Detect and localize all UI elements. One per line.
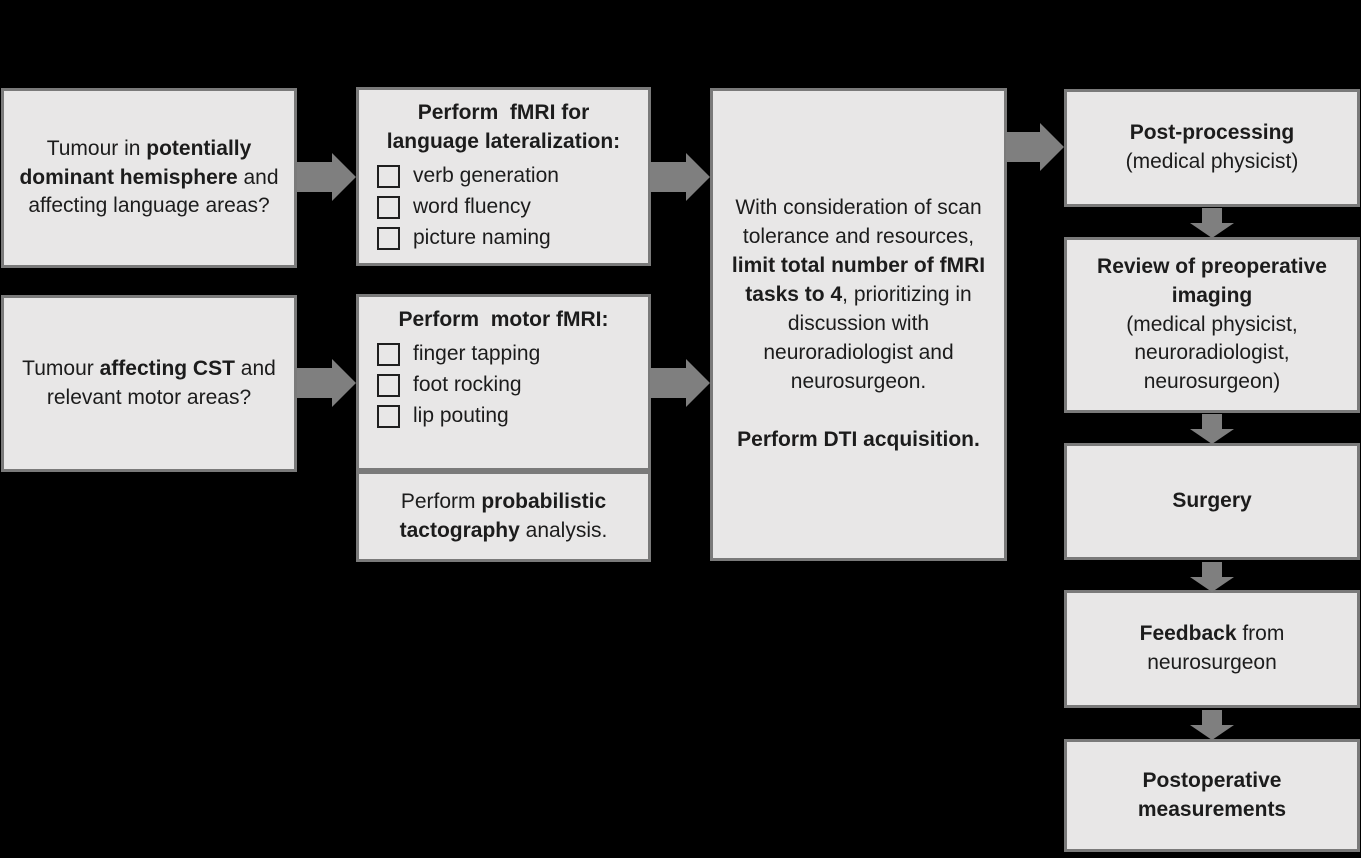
checkbox-item-finger-tapping: finger tapping — [377, 340, 636, 369]
checkbox-icon — [377, 226, 400, 250]
checkbox-icon — [377, 373, 400, 397]
checkbox-item-verb-generation: verb generation — [377, 162, 636, 191]
checkbox-label: picture naming — [413, 225, 551, 249]
box-paragraph: Perform DTI acquisition. — [725, 426, 992, 455]
box-probabilistic-tactography: Perform probabilistic tactography analys… — [356, 471, 651, 562]
text-segment: Tumour in — [46, 136, 147, 160]
checkbox-item-foot-rocking: foot rocking — [377, 371, 636, 400]
arrow-right-icon — [650, 153, 710, 201]
text-segment-bold: affecting CST — [99, 356, 235, 380]
text-segment: (medical physicist, neuroradiologist, ne… — [1126, 312, 1298, 394]
box-motor-fmri-tasks: Perform motor fMRI: finger tapping foot … — [356, 294, 651, 471]
box-feedback-neurosurgeon: Feedback from neurosurgeon — [1064, 590, 1360, 708]
text-segment: and affecting language areas? — [28, 165, 279, 218]
box-title: Perform motor fMRI: — [398, 308, 609, 331]
checkbox-item-picture-naming: picture naming — [377, 224, 636, 253]
arrow-right-icon — [297, 153, 356, 201]
text-segment: , prioritizing in discussion with neuror… — [763, 283, 972, 393]
checkbox-list: verb generation word fluency picture nam… — [371, 160, 636, 255]
box-title: Perform fMRI for language lateralization… — [386, 101, 621, 153]
box-postoperative-measurements: Postoperative measurements — [1064, 739, 1360, 852]
box-text: Feedback from neurosurgeon — [1079, 620, 1345, 678]
checkbox-icon — [377, 195, 400, 219]
arrow-down-icon — [1190, 562, 1234, 592]
text-segment-bold: Perform DTI acquisition. — [737, 427, 980, 451]
checkbox-label: lip pouting — [413, 403, 509, 427]
checkbox-label: foot rocking — [413, 372, 522, 396]
text-segment-bold: Surgery — [1172, 489, 1252, 513]
text-segment-bold: Postoperative measurements — [1137, 768, 1287, 821]
box-review-preoperative-imaging: Review of preoperative imaging(medical p… — [1064, 237, 1360, 413]
box-text: Tumour affecting CST and relevant motor … — [16, 355, 282, 413]
box-tumour-language-question: Tumour in potentially dominant hemispher… — [1, 88, 297, 268]
checkbox-item-lip-pouting: lip pouting — [377, 402, 636, 431]
box-paragraph: limit total number of fMRI tasks to 4, p… — [725, 252, 992, 397]
arrow-right-icon — [297, 359, 356, 407]
checkbox-icon — [377, 342, 400, 366]
text-segment: (medical physicist) — [1125, 150, 1299, 173]
checkbox-label: word fluency — [413, 194, 531, 218]
box-paragraph: With consideration of scan tolerance and… — [735, 196, 982, 249]
text-segment: and relevant motor areas? — [46, 356, 276, 409]
box-text: Tumour in potentially dominant hemispher… — [16, 135, 282, 222]
text-segment-bold: probabilistic tactography — [399, 489, 607, 542]
text-segment: Tumour — [22, 356, 100, 380]
arrow-down-icon — [1190, 710, 1234, 740]
arrow-down-icon — [1190, 208, 1234, 238]
text-segment: from neurosurgeon — [1147, 622, 1285, 674]
box-surgery: Surgery — [1064, 443, 1360, 560]
text-segment-bold: Post-processing — [1129, 121, 1295, 145]
arrow-right-icon — [1006, 123, 1064, 171]
checkbox-label: verb generation — [413, 163, 559, 187]
checkbox-icon — [377, 404, 400, 428]
text-segment-bold: limit total number of fMRI tasks to 4 — [731, 254, 986, 307]
checkbox-list: finger tapping foot rocking lip pouting — [371, 338, 636, 433]
checkbox-item-word-fluency: word fluency — [377, 193, 636, 222]
text-segment-bold: potentially dominant hemisphere — [19, 136, 252, 189]
text-segment: Perform — [400, 489, 482, 513]
arrow-down-icon — [1190, 414, 1234, 444]
box-text: Post-processing (medical physicist) — [1079, 119, 1345, 177]
box-text: Review of preoperative imaging(medical p… — [1079, 253, 1345, 398]
box-tumour-motor-question: Tumour affecting CST and relevant motor … — [1, 295, 297, 472]
box-post-processing: Post-processing (medical physicist) — [1064, 89, 1360, 207]
box-text: Postoperative measurements — [1079, 767, 1345, 825]
text-segment: analysis. — [519, 518, 608, 542]
checkbox-label: finger tapping — [413, 341, 541, 365]
checkbox-icon — [377, 164, 400, 188]
box-text: Perform probabilistic tactography analys… — [371, 488, 636, 546]
text-segment-bold: Review of preoperative imaging — [1097, 254, 1327, 307]
arrow-right-icon — [650, 359, 710, 407]
box-text: Surgery — [1079, 487, 1345, 516]
box-scan-consideration: With consideration of scan tolerance and… — [710, 88, 1007, 561]
box-fmri-language-tasks: Perform fMRI for language lateralization… — [356, 87, 651, 266]
text-segment-bold: Feedback — [1139, 622, 1237, 646]
